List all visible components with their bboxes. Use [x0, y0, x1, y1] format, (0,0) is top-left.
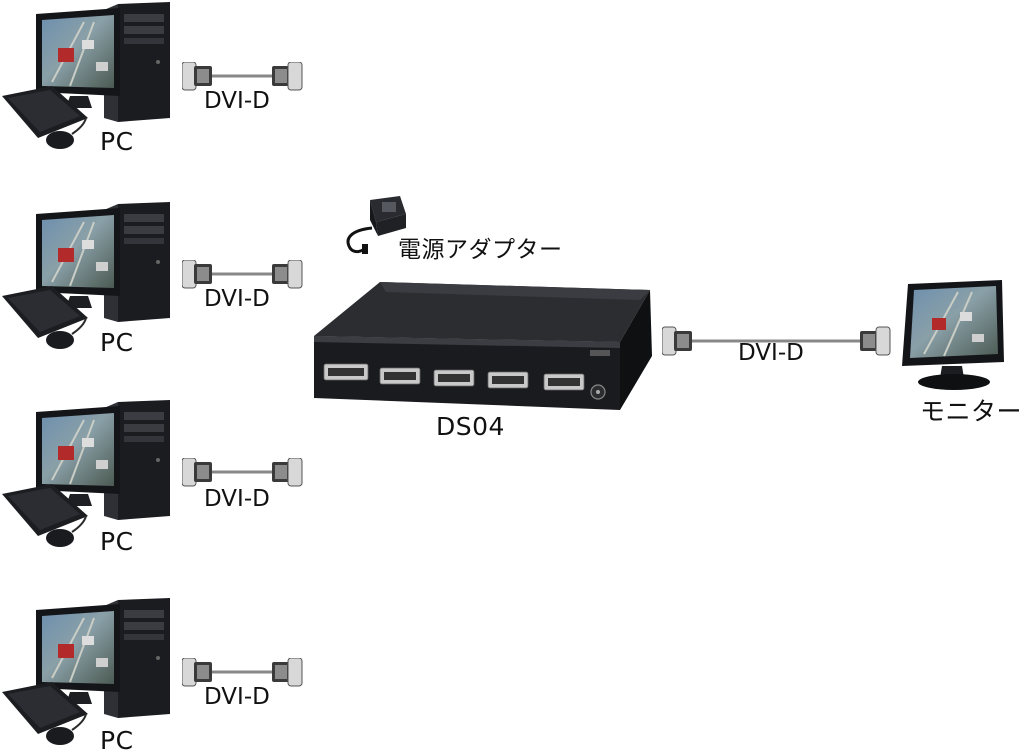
device-label: DS04	[436, 412, 505, 441]
power-adapter-label: 電源アダプター	[398, 237, 563, 263]
power-adapter-icon	[340, 192, 410, 262]
pc-3-label: PC	[100, 527, 134, 556]
pc-3-dvi-cable-icon	[182, 458, 304, 488]
pc-4-illustration	[0, 596, 172, 746]
pc-4-cable-label: DVI-D	[204, 684, 270, 710]
pc-3-illustration	[0, 398, 172, 548]
pc-4-label: PC	[100, 726, 134, 755]
ds04-switch-illustration	[300, 270, 660, 420]
monitor-illustration	[898, 276, 1010, 392]
pc-1-label: PC	[100, 127, 134, 156]
monitor-label: モニター	[920, 397, 1023, 426]
pc-3-cable-label: DVI-D	[204, 486, 270, 512]
pc-2-cable-label: DVI-D	[204, 286, 270, 312]
pc-1-cable-label: DVI-D	[204, 88, 270, 114]
pc-2-illustration	[0, 200, 172, 350]
pc-2-label: PC	[100, 328, 134, 357]
pc-1-illustration	[0, 0, 172, 150]
output-dvi-cable-icon	[662, 326, 892, 356]
output-cable-label: DVI-D	[738, 340, 804, 366]
